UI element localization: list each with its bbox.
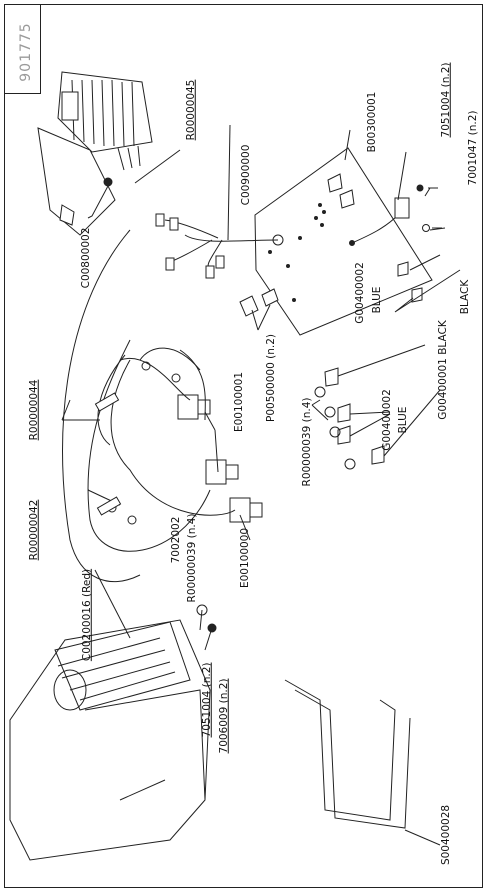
drawing-frame bbox=[4, 4, 483, 888]
board-part bbox=[254, 147, 433, 336]
label-7051004-top: 7051004 (n.2) bbox=[439, 62, 452, 138]
label-c00800002: C00800002 bbox=[79, 227, 92, 289]
label-g00400001: G00400001 BLACK bbox=[436, 320, 449, 420]
label-p00500000: P00500000 (n.2) bbox=[264, 334, 277, 422]
label-7006009: 7006009 (n.2) bbox=[217, 678, 230, 754]
label-r00000042: R00000042 bbox=[27, 499, 40, 561]
label-blue-top: BLUE bbox=[370, 286, 383, 314]
label-blue-bottom: BLUE bbox=[396, 406, 409, 434]
label-c00200016: C00200016 (Red) bbox=[80, 568, 93, 662]
label-c00900000: C00900000 bbox=[239, 144, 252, 206]
label-7051004-bottom: 7051004 (n.2) bbox=[200, 662, 213, 738]
label-r00000039-right: R00000039 (n.4) bbox=[300, 397, 313, 487]
frame-bracket-part bbox=[284, 679, 411, 829]
sheet-id-box: 901775 bbox=[4, 4, 41, 94]
label-black-top: BLACK bbox=[458, 279, 471, 315]
label-g00400002-bottom: G00400002 bbox=[380, 389, 393, 451]
label-7002002: 7002002 bbox=[169, 516, 182, 564]
label-r00000039-mid: R00000039 (n.4) bbox=[185, 513, 198, 603]
cover-part bbox=[9, 619, 211, 861]
label-r00000044: R00000044 bbox=[27, 379, 40, 441]
label-e00100000: E00100000 bbox=[238, 527, 251, 589]
label-7001047: 7001047 (n.2) bbox=[466, 110, 479, 186]
label-e00100001: E00100001 bbox=[232, 371, 245, 433]
label-b00300001: B00300001 bbox=[365, 91, 378, 153]
label-r00000045: R00000045 bbox=[184, 79, 197, 141]
valves-part bbox=[177, 394, 263, 523]
label-g00400002-top: G00400002 bbox=[353, 262, 366, 324]
label-s00400028: S00400028 bbox=[439, 804, 452, 866]
